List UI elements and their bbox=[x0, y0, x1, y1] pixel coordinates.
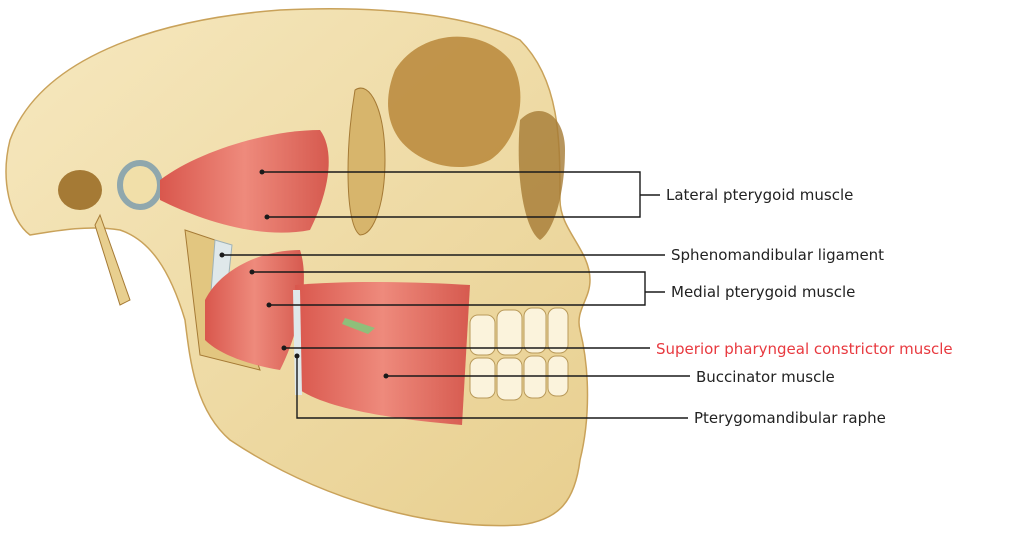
label-sphenomandibular: Sphenomandibular ligament bbox=[671, 246, 885, 264]
label-pterygomandibular-raphe: Pterygomandibular raphe bbox=[694, 409, 886, 427]
buccinator-muscle bbox=[295, 281, 470, 425]
orbit bbox=[388, 36, 521, 168]
teeth bbox=[469, 307, 569, 401]
lateral-pterygoid-muscle bbox=[160, 130, 329, 233]
leader-dots bbox=[219, 169, 389, 379]
ear-canal bbox=[58, 170, 102, 210]
raphe-band bbox=[293, 290, 302, 395]
styloid bbox=[94, 213, 131, 306]
nasal-cavity bbox=[518, 111, 565, 240]
medial-pterygoid-muscle bbox=[205, 250, 304, 370]
leader-lines bbox=[222, 171, 690, 419]
label-superior-pharyngeal: Superior pharyngeal constrictor muscle bbox=[656, 340, 953, 358]
label-lateral-pterygoid: Lateral pterygoid muscle bbox=[666, 186, 854, 204]
label-medial-pterygoid: Medial pterygoid muscle bbox=[671, 283, 856, 301]
condyle bbox=[117, 160, 163, 210]
label-buccinator: Buccinator muscle bbox=[696, 368, 835, 386]
